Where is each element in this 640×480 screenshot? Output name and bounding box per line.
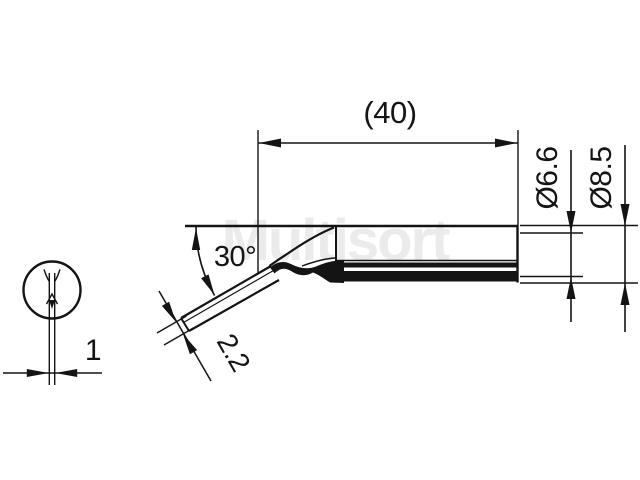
angle-dimension: 30° bbox=[191, 225, 257, 296]
blade-flare-left bbox=[43, 269, 50, 282]
neck-upper-outline bbox=[268, 226, 335, 267]
arrowhead-upper bbox=[161, 301, 176, 322]
length-dimension: (40) bbox=[257, 95, 519, 274]
arrowhead-right bbox=[495, 138, 517, 148]
length-label: (40) bbox=[363, 95, 416, 130]
tip-end-view bbox=[22, 260, 82, 385]
end-view-circle bbox=[22, 260, 82, 320]
arrowhead-left bbox=[259, 138, 281, 148]
outer-diameter-dimension: Ø8.5 bbox=[520, 145, 638, 332]
angle-label: 30° bbox=[214, 241, 256, 273]
extension-tick-lower bbox=[163, 327, 194, 346]
arc-arrowhead-bottom bbox=[201, 274, 215, 295]
outer-diameter-label: Ø8.5 bbox=[585, 146, 618, 209]
thin-black-band bbox=[341, 262, 518, 268]
arrowhead-top bbox=[620, 204, 630, 226]
tip-side-view bbox=[180, 224, 519, 332]
blade-flare-right bbox=[54, 269, 61, 282]
shaft-inner-line bbox=[183, 269, 274, 324]
arrowhead-top bbox=[566, 211, 576, 233]
arc-arrowhead-top bbox=[191, 228, 201, 250]
shaft-top-edge bbox=[180, 265, 272, 319]
arrowhead-lower bbox=[183, 334, 198, 355]
end-width-dimension: 1 bbox=[3, 334, 102, 377]
arrowhead-bottom bbox=[566, 277, 576, 299]
inner-diameter-label: Ø6.6 bbox=[531, 146, 564, 209]
neck-inner-line bbox=[301, 257, 336, 267]
inner-diameter-dimension: Ø6.6 bbox=[520, 146, 583, 322]
shaft-end-face bbox=[180, 317, 190, 332]
tip-width-label: 2.2 bbox=[211, 329, 257, 377]
shaft-bottom-edge bbox=[188, 279, 280, 332]
end-width-label: 1 bbox=[85, 334, 101, 367]
angle-arc bbox=[195, 225, 216, 296]
thick-black-band bbox=[341, 271, 518, 282]
arrowhead-right bbox=[55, 369, 78, 377]
arrowhead-bottom bbox=[620, 283, 630, 305]
arrowhead-left bbox=[26, 369, 49, 377]
tip-width-dimension: 2.2 bbox=[156, 290, 257, 382]
bend-crease-point bbox=[49, 300, 55, 309]
bend-crease-chevron bbox=[45, 292, 59, 305]
neck-black-band bbox=[270, 260, 344, 283]
extension-tick-upper bbox=[156, 315, 187, 334]
